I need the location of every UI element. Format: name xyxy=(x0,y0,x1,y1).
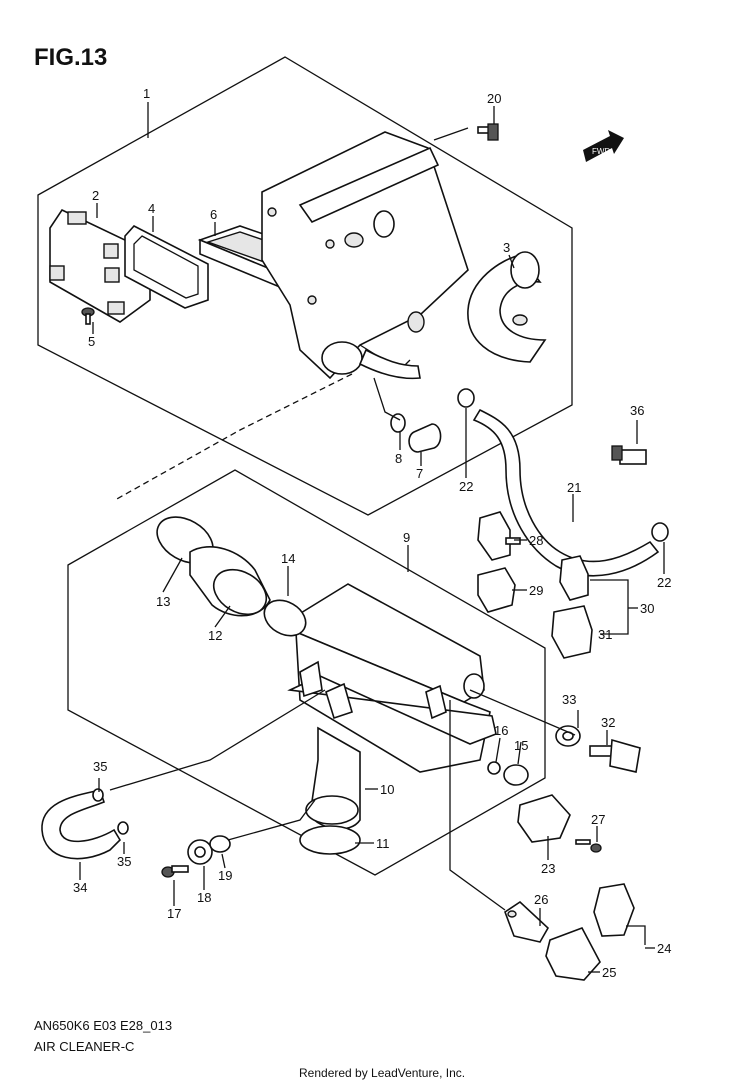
grommet-18-part xyxy=(187,839,213,865)
callout-22b: 22 xyxy=(657,575,671,590)
lower-assembly-outline xyxy=(67,469,546,876)
callout-30: 30 xyxy=(640,601,654,616)
callout-11: 11 xyxy=(376,836,390,851)
render-credit: Rendered by LeadVenture, Inc. xyxy=(299,1066,466,1080)
holder-29-part xyxy=(477,567,516,613)
callout-16: 16 xyxy=(494,723,508,738)
callout-1: 1 xyxy=(143,86,150,101)
callout-36: 36 xyxy=(630,403,644,418)
callout-25: 25 xyxy=(602,965,616,980)
bolt-17-part xyxy=(161,865,189,878)
bolt-part xyxy=(477,123,499,141)
leader-lines xyxy=(79,102,665,973)
figure-title: FIG.13 xyxy=(34,44,108,71)
callout-6: 6 xyxy=(210,207,217,222)
callout-15: 15 xyxy=(514,738,528,753)
callout-19: 19 xyxy=(218,868,232,883)
ring-14-part xyxy=(263,599,307,637)
cap-15-part xyxy=(503,764,529,786)
upper-assembly-outline xyxy=(37,56,573,516)
callout-35b: 35 xyxy=(117,854,131,869)
svg-text:FWD: FWD xyxy=(592,147,610,156)
callout-35a: 35 xyxy=(93,759,107,774)
callout-27: 27 xyxy=(591,812,605,827)
outlet-tube-part xyxy=(305,726,361,830)
bracket-26-part xyxy=(504,900,550,943)
boot-12-part xyxy=(189,546,271,617)
cover-plate-part xyxy=(49,208,151,323)
callout-23: 23 xyxy=(541,861,555,876)
sensor-28-part xyxy=(477,511,521,561)
air-box-body xyxy=(261,131,469,380)
hose-clamp-part xyxy=(457,388,669,542)
callout-2: 2 xyxy=(92,188,99,203)
callout-22a: 22 xyxy=(459,479,473,494)
fwd-arrow-icon: FWD xyxy=(583,130,624,162)
sensor-23-part xyxy=(517,794,571,843)
plug-part xyxy=(408,423,442,453)
screw-27-part xyxy=(575,839,602,853)
lower-air-box-part xyxy=(287,583,497,773)
drain-hose-part xyxy=(41,789,122,860)
clip-part xyxy=(390,413,406,433)
callout-8: 8 xyxy=(395,451,402,466)
callout-3: 3 xyxy=(503,240,510,255)
figure-caption: AIR CLEANER-C xyxy=(34,1039,135,1054)
gasket-part xyxy=(124,225,209,309)
breather-hose-part xyxy=(472,408,660,577)
sensor-24-part xyxy=(593,883,635,937)
callout-32: 32 xyxy=(601,715,615,730)
intake-duct-part xyxy=(467,251,547,363)
callout-17: 17 xyxy=(167,906,181,921)
washer-33-part xyxy=(555,725,581,747)
clamp-11-part xyxy=(299,825,361,855)
bolt-36-part xyxy=(611,445,647,465)
callout-26: 26 xyxy=(534,892,548,907)
callout-18: 18 xyxy=(197,890,211,905)
callout-24: 24 xyxy=(657,941,671,956)
callout-14: 14 xyxy=(281,551,295,566)
callout-33: 33 xyxy=(562,692,576,707)
sensor-30-part xyxy=(559,555,589,601)
callout-13: 13 xyxy=(156,594,170,609)
callout-20: 20 xyxy=(487,91,501,106)
callout-34: 34 xyxy=(73,880,87,895)
callout-12: 12 xyxy=(208,628,222,643)
callout-21: 21 xyxy=(567,480,581,495)
holder-25-part xyxy=(545,927,601,981)
callout-7: 7 xyxy=(416,466,423,481)
sensor-32-part xyxy=(589,738,641,773)
figure-code: AN650K6 E03 E28_013 xyxy=(34,1018,173,1033)
holder-31-part xyxy=(551,605,593,659)
screw-part xyxy=(81,307,95,325)
callout-labels: 1 2 3 4 5 6 7 8 9 10 11 12 13 14 15 16 1… xyxy=(73,86,671,980)
clip-35-part xyxy=(92,788,129,835)
clip-16-part xyxy=(487,761,501,775)
callout-28: 28 xyxy=(529,533,543,548)
callout-5: 5 xyxy=(88,334,95,349)
callout-10: 10 xyxy=(380,782,394,797)
callout-29: 29 xyxy=(529,583,543,598)
callout-31: 31 xyxy=(598,627,612,642)
callout-4: 4 xyxy=(148,201,155,216)
callout-9: 9 xyxy=(403,530,410,545)
collar-19-part xyxy=(209,835,231,853)
